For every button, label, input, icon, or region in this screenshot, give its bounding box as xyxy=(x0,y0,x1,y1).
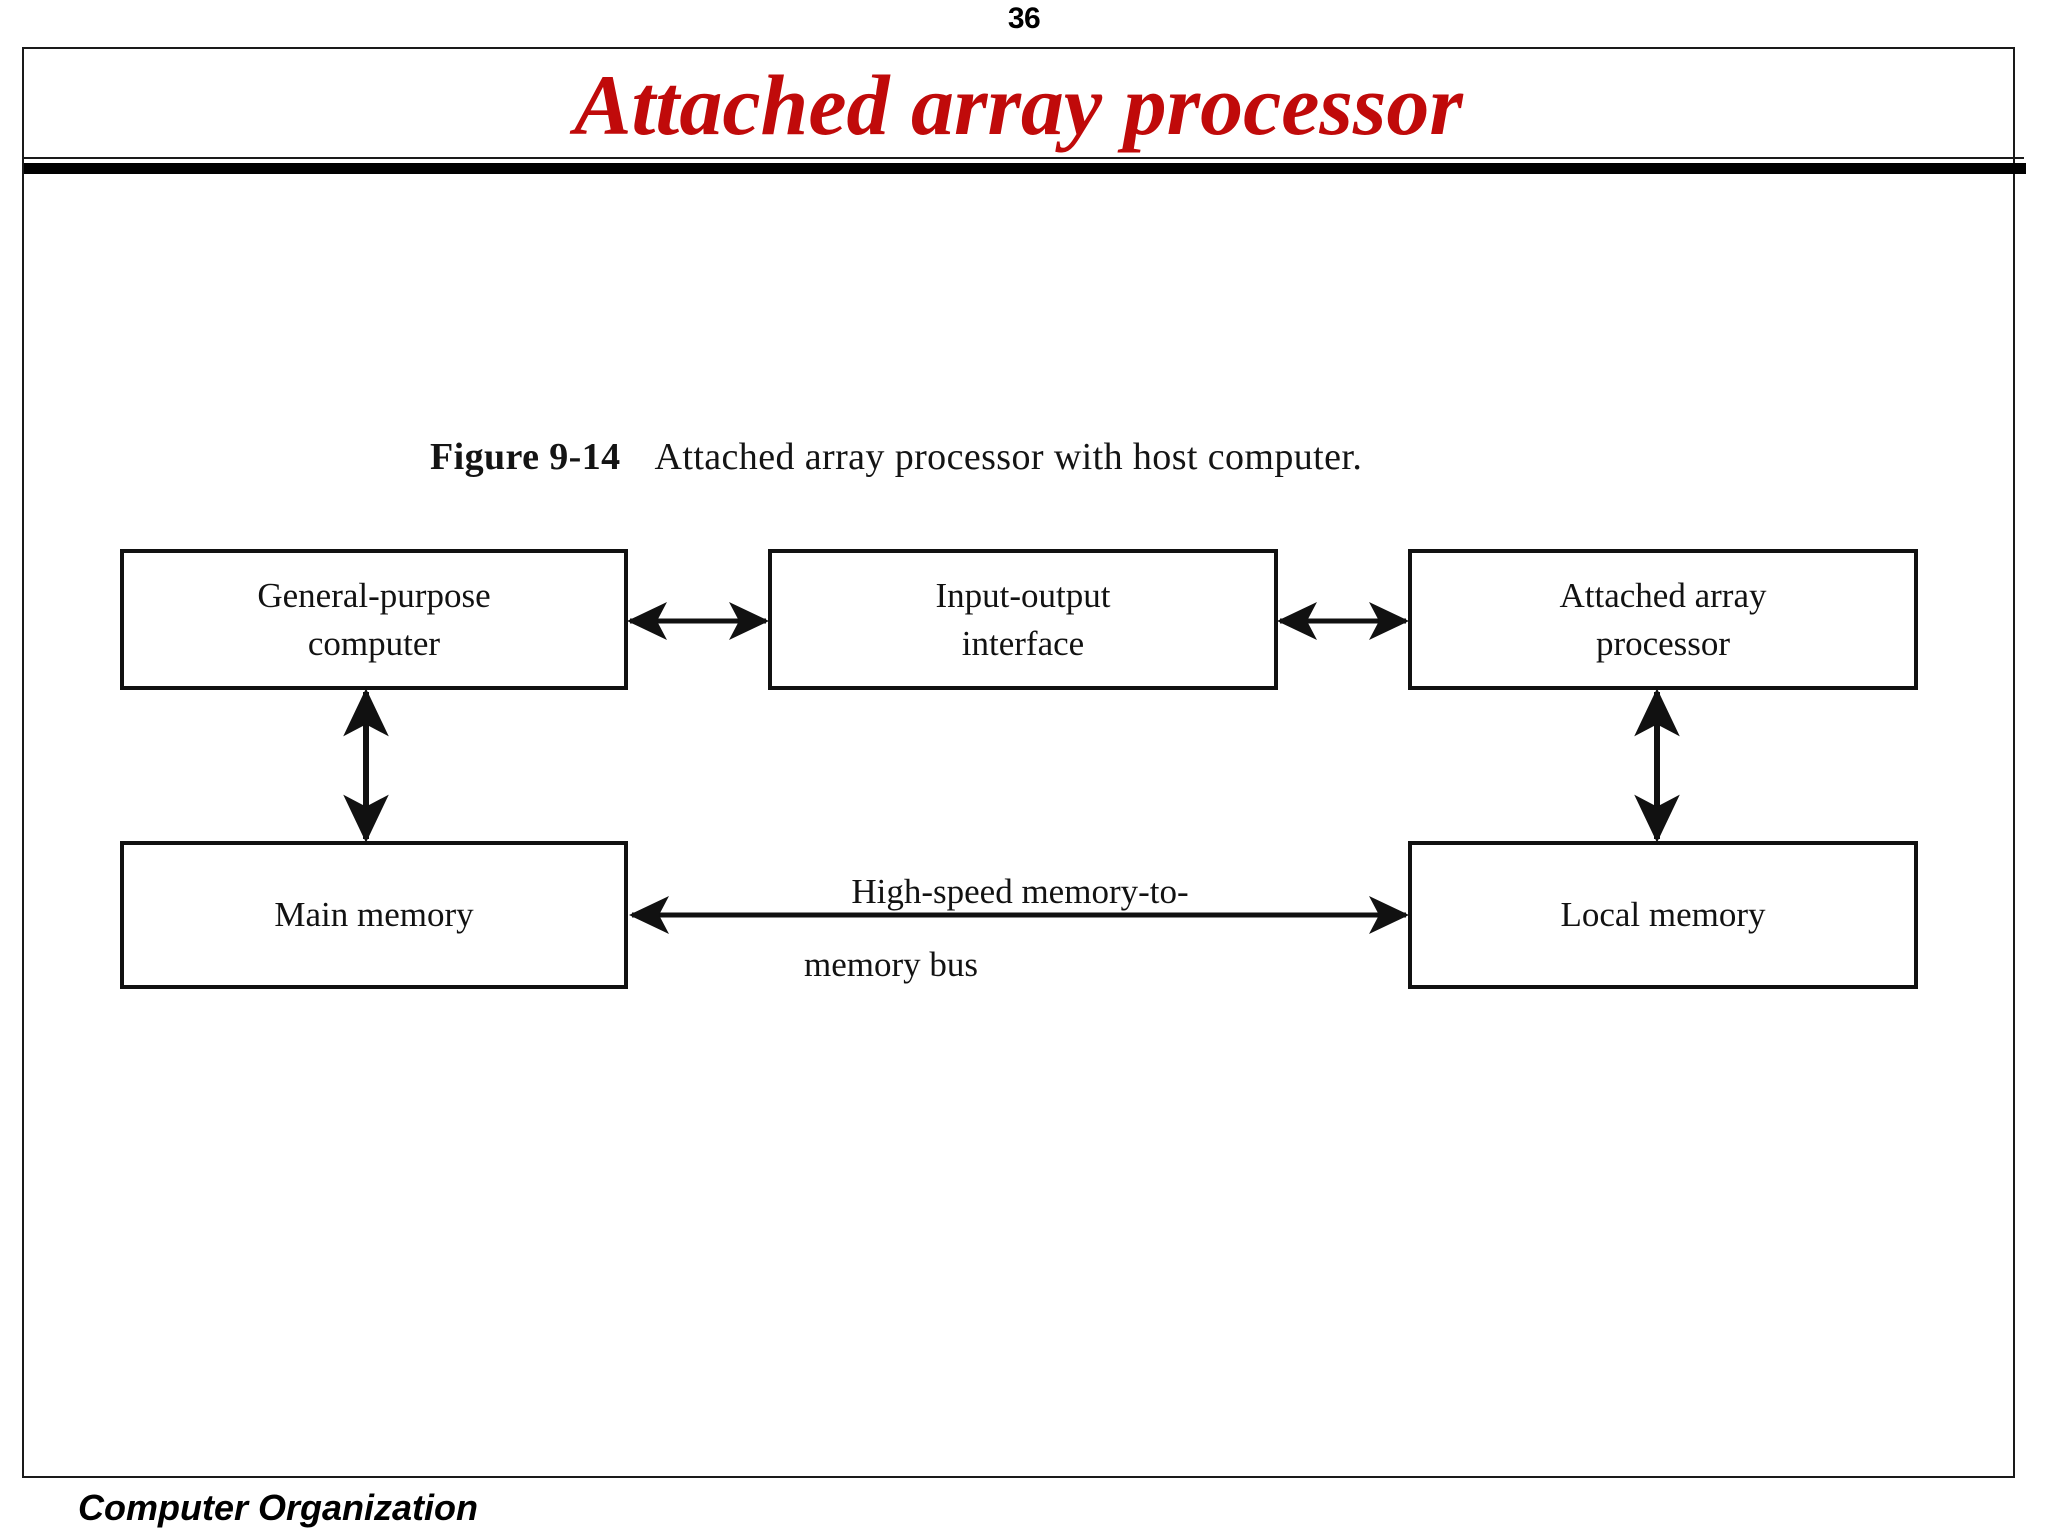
box-label-line1: Attached array xyxy=(1559,575,1767,615)
figure-caption: Figure 9-14 Attached array processor with… xyxy=(430,435,1362,479)
footer-title: Computer Organization xyxy=(78,1487,479,1528)
box-main-memory: Main memory xyxy=(120,841,628,989)
box-label-line2: interface xyxy=(961,623,1085,663)
bus-label-line2: memory bus xyxy=(804,945,979,984)
box-label-line2: computer xyxy=(307,623,441,663)
slide-frame xyxy=(22,47,2015,1478)
title-divider-thick xyxy=(24,163,2026,174)
bus-label: High-speed memory-to- memory bus xyxy=(790,855,1250,1001)
box-label-line1: General-purpose xyxy=(257,575,491,615)
box-label-line1: Local memory xyxy=(1560,895,1766,934)
box-label-line1: Main memory xyxy=(274,895,474,934)
box-general-purpose-computer: General-purpose computer xyxy=(120,549,628,690)
box-attached-array-processor: Attached array processor xyxy=(1408,549,1918,690)
figure-caption-label: Figure 9-14 xyxy=(430,436,621,478)
title-divider-thin xyxy=(24,157,2024,159)
title-band: Attached array processor xyxy=(22,47,2015,165)
page-number: 36 xyxy=(1007,2,1041,35)
bus-label-line1: High-speed memory-to- xyxy=(851,872,1189,911)
figure-caption-text: Attached array processor with host compu… xyxy=(654,436,1363,478)
box-input-output-interface: Input-output interface xyxy=(768,549,1278,690)
box-local-memory: Local memory xyxy=(1408,841,1918,989)
box-label-line2: processor xyxy=(1595,623,1731,663)
page-title: Attached array processor xyxy=(574,57,1463,153)
box-label-line1: Input-output xyxy=(935,575,1111,615)
